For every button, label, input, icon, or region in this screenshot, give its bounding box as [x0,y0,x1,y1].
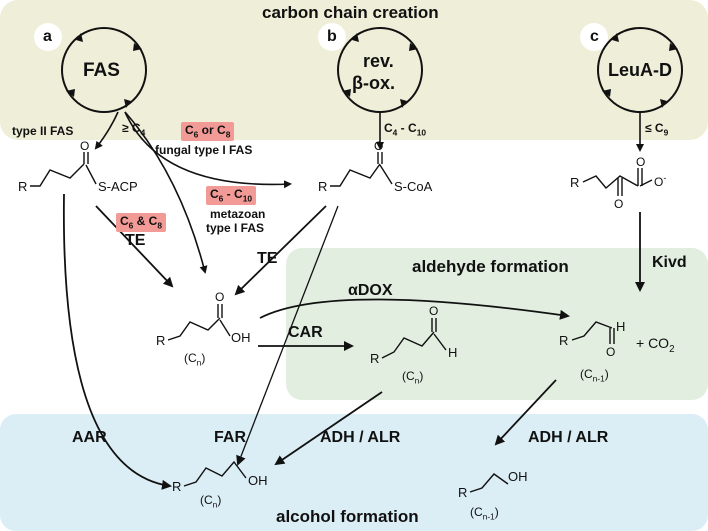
fungal-chain-badge: C6 or C8 [181,122,235,141]
panel-a-letter: a [43,28,52,45]
cycle-outlet-arrows [94,111,644,274]
alcohol-cn-structure [183,460,247,487]
acp-r-label: R [18,179,28,194]
carbon-chain-section-title: carbon chain creation [262,3,439,22]
ald-cn1-h-label: H [616,319,626,334]
alc-cn1-chain-label: (Cn-1) [470,505,499,522]
beta-ox-cycle-label: β-ox. [352,73,395,93]
acyl-coa-structure [330,152,393,187]
keto-r-label: R [570,175,580,190]
co2-label: + CO2 [636,335,675,355]
metazoan-label: metazoan [210,207,266,221]
acp-o-label: O [80,139,90,153]
adh-alr-left-label: ADH / ALR [320,429,401,446]
fatty-acid-structure [167,304,231,341]
fas-cycle [61,27,147,113]
acid-o-label: O [215,290,225,304]
s-coa-label: S-CoA [394,179,433,194]
keto-o-bottom-label: O [614,197,624,211]
alcohol-section-bg [0,414,708,531]
te-left-label: TE [125,232,146,249]
aldehyde-section-bg [286,248,708,400]
alcohol-cn1-structure [469,473,509,493]
adox-label: αDOX [348,282,393,299]
panel-c-badge [580,23,608,51]
panel-b-letter: b [327,28,337,45]
c4-c10-label: C4 - C10 [384,121,427,138]
alc-cn-chain-label: (Cn) [200,493,222,510]
rev-cycle-label: rev. [363,51,394,71]
le-c9-label: ≤ C9 [645,121,669,138]
ald-cn1-chain-label: (Cn-1) [580,367,609,384]
alc-cn1-oh-label: OH [508,469,528,484]
ge-c4-label: ≥ C4 [122,121,146,138]
aar-label: AAR [72,429,107,446]
panel-c-letter: c [590,28,599,45]
c6-c8-badge: C6 & C8 [116,213,167,232]
ald-cn-h-label: H [448,345,458,360]
alcohol-section-title: alcohol formation [276,507,419,526]
far-label: FAR [214,429,246,446]
alc-cn-r-label: R [172,479,182,494]
leua-d-cycle-label: LeuA-D [608,60,672,80]
fas-cycle-label: FAS [83,60,120,81]
panel-b-badge [318,23,346,51]
aldehyde-cn-structure [381,318,447,359]
adh-alr-right-label: ADH / ALR [528,429,609,446]
fungal-type-label: fungal type I FAS [155,143,253,157]
ald-cn1-r-label: R [559,333,569,348]
keto-acid-structure [582,168,653,196]
te-right-label: TE [257,250,278,267]
panel-a-badge [34,23,62,51]
aldehyde-cn1-structure [571,321,615,344]
carbon-chain-section-bg [0,0,708,140]
acid-chain-label: (Cn) [184,351,206,368]
ald-cn-r-label: R [370,351,380,366]
acyl-acp-structure [30,152,97,187]
ald-cn-o-label: O [429,304,439,318]
ald-cn1-o-label: O [606,345,616,359]
s-acp-label: S-ACP [98,179,138,194]
ald-cn-chain-label: (Cn) [402,369,424,386]
car-label: CAR [288,324,323,341]
alc-cn1-r-label: R [458,485,468,500]
metazoan-type-label: type I FAS [206,221,265,235]
coa-r-label: R [318,179,328,194]
acid-r-label: R [156,333,166,348]
type-ii-fas-label: type II FAS [12,124,74,138]
coa-o-label: O [374,139,384,153]
aldehyde-section-title: aldehyde formation [412,257,569,276]
acid-oh-label: OH [231,330,251,345]
keto-o-minus-label: O- [654,173,667,189]
keto-o-top-label: O [636,155,646,169]
kivd-label: Kivd [652,254,687,271]
metazoan-chain-badge: C6 - C10 [206,186,257,205]
alc-cn-oh-label: OH [248,473,268,488]
reaction-arrows [62,193,645,490]
